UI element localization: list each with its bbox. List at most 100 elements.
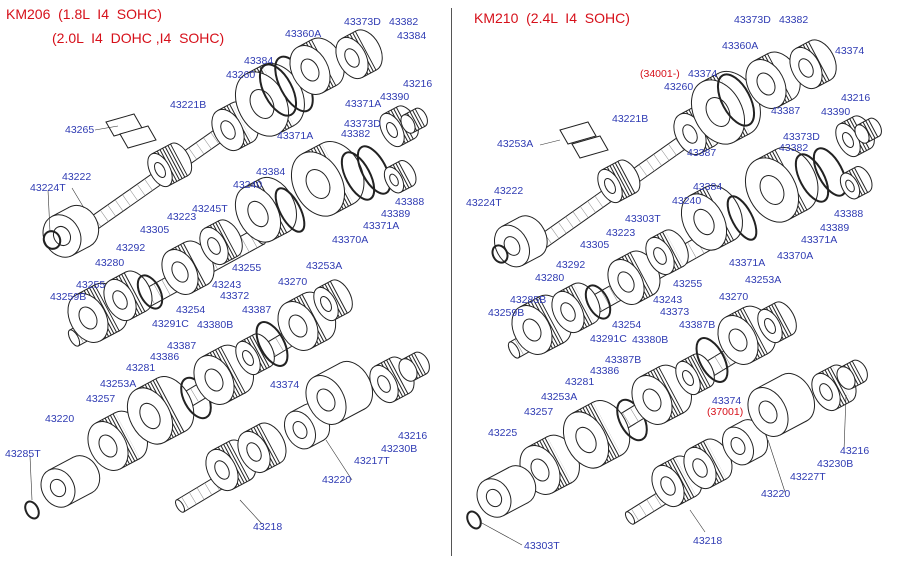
part-label: 43280 [95, 257, 125, 269]
part-label: 43270 [278, 276, 308, 288]
part-label: 43255 [76, 279, 106, 291]
part-label: 43259B [50, 291, 87, 303]
synchro-hub [631, 364, 692, 425]
part-label: 43387B [679, 319, 716, 331]
part-label: 43221B [612, 113, 649, 125]
part-label: 43371A [345, 98, 382, 110]
part-label-superseded: (37001) [707, 406, 744, 418]
gear [839, 166, 873, 200]
part-label: 43373D [344, 118, 381, 130]
bearing [305, 360, 374, 425]
part-label: 43291C [152, 318, 189, 330]
part-label: 43260 [226, 69, 256, 81]
part-label: 43270 [719, 291, 749, 303]
part-label: 43223 [606, 227, 636, 239]
snap-ring [24, 500, 40, 520]
part-label: 43227T [790, 471, 826, 483]
part-label: 43225 [488, 427, 518, 439]
part-label: 43260 [664, 81, 694, 93]
snap-ring [255, 321, 289, 367]
part-label: 43280 [535, 272, 565, 284]
part-label: 43373D [734, 14, 771, 26]
part-label: 43257 [86, 393, 116, 405]
part-label: 43384 [244, 55, 274, 67]
part-label-superseded: (34001-) [640, 68, 680, 80]
part-label: 43360A [285, 28, 322, 40]
part-label: 43390 [380, 91, 410, 103]
bearing [747, 372, 816, 437]
part-label: 43216 [840, 445, 870, 457]
snap-ring [42, 230, 62, 250]
part-label: 43384 [693, 181, 723, 193]
part-label: 43253A [497, 138, 534, 150]
nut [854, 117, 882, 144]
part-label: 43387 [771, 105, 801, 117]
snap-ring [258, 63, 298, 117]
part-label: 43390 [821, 106, 851, 118]
part-label: 43372 [220, 290, 250, 302]
snap-ring [812, 147, 848, 197]
snap-ring [491, 244, 509, 264]
part-label: 43370A [777, 250, 814, 262]
part-label: 43384 [256, 166, 286, 178]
part-label: 43291C [590, 333, 627, 345]
part-label: 43265 [65, 124, 95, 136]
part-label: 43388 [395, 196, 425, 208]
gear [675, 353, 715, 396]
part-label: 43223 [167, 211, 197, 223]
needle-bearing [559, 121, 597, 145]
part-label: 43253A [100, 378, 137, 390]
part-label: 43305 [580, 239, 610, 251]
gear [126, 376, 195, 445]
gear [519, 434, 580, 495]
part-label: 43380B [197, 319, 234, 331]
snap-ring [695, 337, 729, 383]
part-label: 43374 [835, 45, 865, 57]
part-label: 43243 [653, 294, 683, 306]
part-label: 43281 [565, 376, 595, 388]
part-label: 43221B [170, 99, 207, 111]
gear [645, 229, 689, 276]
part-label: 43230B [381, 443, 418, 455]
snap-ring [584, 284, 612, 320]
snap-ring [340, 151, 376, 201]
part-label: 43253A [745, 274, 782, 286]
nut [398, 351, 430, 382]
part-label: 43285B [510, 294, 547, 306]
part-label: 43387 [242, 304, 272, 316]
panel-divider [451, 8, 452, 556]
needle-bearing [119, 125, 157, 149]
gear [313, 279, 353, 322]
gear [383, 160, 417, 194]
part-label: 43257 [524, 406, 554, 418]
part-label: 43224T [30, 182, 66, 194]
part-label: 43285T [5, 448, 41, 460]
part-label: 43220 [45, 413, 75, 425]
part-label: 43240 [233, 179, 263, 191]
part-label: 43389 [381, 208, 411, 220]
gear [103, 270, 153, 322]
gear [680, 184, 743, 251]
needle-bearing [571, 135, 609, 159]
part-label: 43387B [605, 354, 642, 366]
part-label: 43382 [779, 14, 809, 26]
part-label: 43253A [306, 260, 343, 272]
part-label: 43222 [494, 185, 524, 197]
part-label: 43386 [150, 351, 180, 363]
part-label: 43303T [625, 213, 661, 225]
gear [87, 410, 148, 471]
gear [289, 37, 345, 95]
gear [757, 301, 797, 344]
part-label: 43218 [693, 535, 723, 547]
part-label: 43254 [176, 304, 206, 316]
snap-ring [356, 145, 392, 195]
part-label: 43384 [397, 30, 427, 42]
left-title-1: KM206 (1.8L I4 SOHC) [6, 6, 162, 22]
synchro-hub [744, 147, 819, 223]
synchro-hub [290, 141, 365, 217]
part-label: 43371A [363, 220, 400, 232]
nut [400, 107, 428, 134]
part-label: 43373 [660, 306, 690, 318]
part-label: 43373D [783, 131, 820, 143]
